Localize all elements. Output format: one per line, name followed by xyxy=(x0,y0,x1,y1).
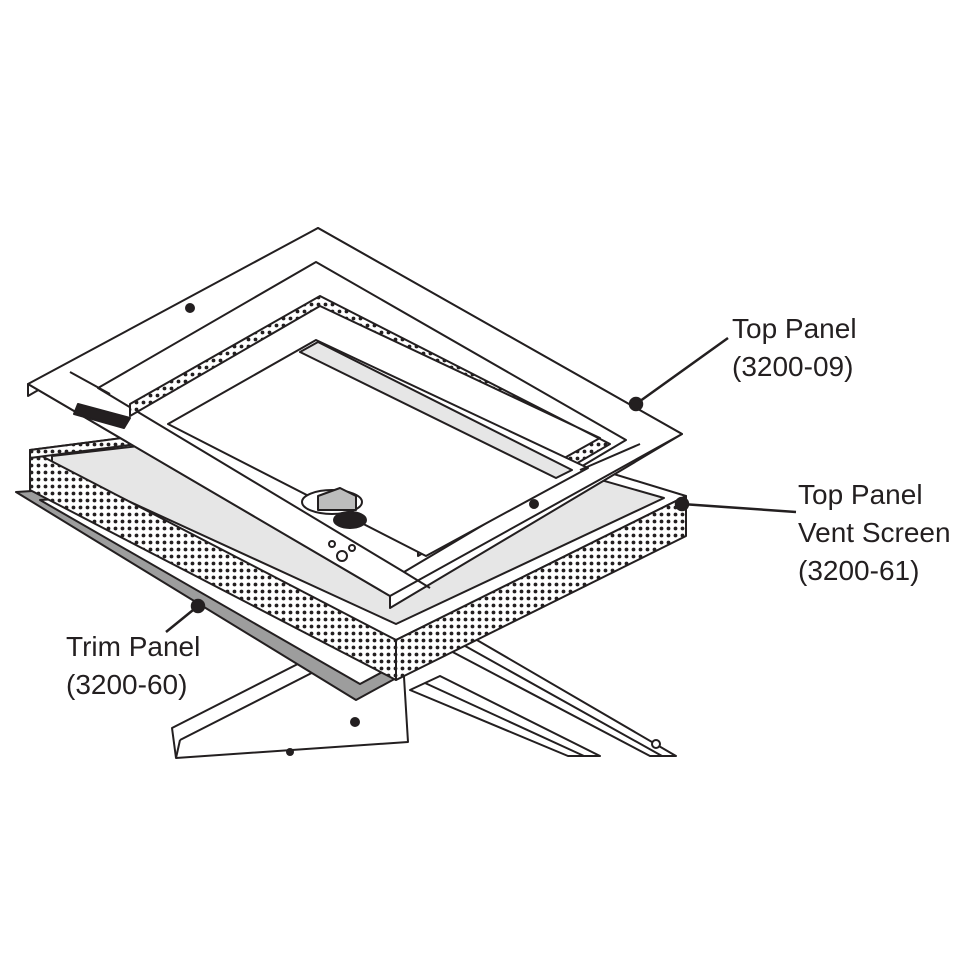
top-panel-callout: Top Panel (3200-09) xyxy=(732,310,857,386)
top-panel xyxy=(27,227,683,609)
trim-panel-name: Trim Panel xyxy=(66,631,201,662)
top-panel-leader xyxy=(635,336,729,406)
trim-panel-callout: Trim Panel (3200-60) xyxy=(66,628,200,704)
vent-screen-part-number: (3200-61) xyxy=(798,555,920,586)
vent-screen-name-line2: Vent Screen xyxy=(798,517,951,548)
trim-panel-leader-dot xyxy=(190,598,206,614)
vent-screen-leader xyxy=(681,502,797,514)
vent-screen-name-line1: Top Panel xyxy=(798,479,923,510)
trim-panel-part-number: (3200-60) xyxy=(66,669,188,700)
top-panel-leader-dot xyxy=(628,396,644,412)
top-panel-part-number: (3200-09) xyxy=(732,351,854,382)
leader-lines xyxy=(165,336,797,633)
mounting-rails xyxy=(409,635,677,757)
top-panel-name: Top Panel xyxy=(732,313,857,344)
vent-screen-leader-dot xyxy=(674,496,690,512)
vent-screen-callout: Top Panel Vent Screen (3200-61) xyxy=(798,476,951,590)
